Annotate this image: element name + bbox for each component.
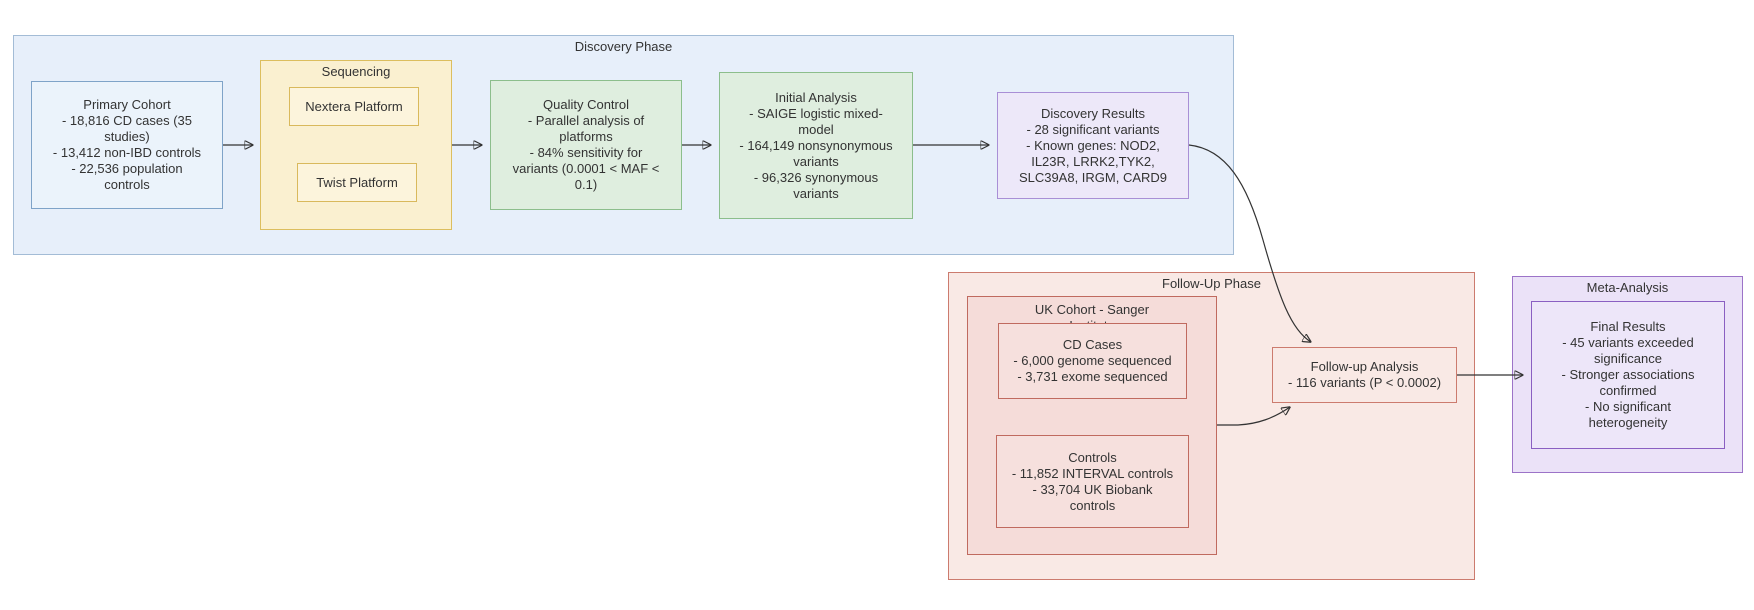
primary-cohort-node: Primary Cohort - 18,816 CD cases (35 stu… bbox=[31, 81, 223, 209]
follow-up-analysis-node: Follow-up Analysis - 116 variants (P < 0… bbox=[1272, 347, 1457, 403]
twist-platform-node: Twist Platform bbox=[297, 163, 417, 202]
meta-analysis-label: Meta-Analysis bbox=[1586, 280, 1669, 295]
cd-cases-node: CD Cases - 6,000 genome sequenced - 3,73… bbox=[998, 323, 1187, 399]
sequencing-label: Sequencing bbox=[321, 64, 391, 79]
discovery-phase-label: Discovery Phase bbox=[574, 39, 673, 54]
sequencing-group: Sequencing bbox=[260, 60, 452, 230]
uk-cohort-label-line1: UK Cohort - Sanger bbox=[1034, 302, 1150, 317]
follow-up-phase-label: Follow-Up Phase bbox=[1162, 276, 1261, 291]
final-results-node: Final Results - 45 variants exceeded sig… bbox=[1531, 301, 1725, 449]
controls-node: Controls - 11,852 INTERVAL controls - 33… bbox=[996, 435, 1189, 528]
initial-analysis-node: Initial Analysis - SAIGE logistic mixed-… bbox=[719, 72, 913, 219]
discovery-results-node: Discovery Results - 28 significant varia… bbox=[997, 92, 1189, 199]
nextera-platform-node: Nextera Platform bbox=[289, 87, 419, 126]
quality-control-node: Quality Control - Parallel analysis of p… bbox=[490, 80, 682, 210]
